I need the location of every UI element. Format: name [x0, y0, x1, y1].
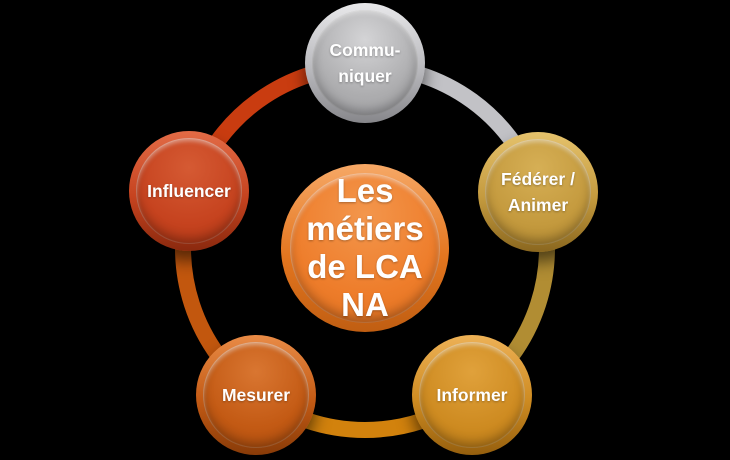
node-mesurer-label: Mesurer: [196, 335, 316, 455]
node-federer-animer: Fédérer / Animer: [478, 132, 598, 252]
node-line: niquer: [338, 66, 392, 86]
node-line: Informer: [436, 385, 508, 405]
node-hub: Les métiers de LCA NA: [281, 164, 449, 332]
node-communiquer: Commu- niquer: [305, 3, 425, 123]
node-hub-face: [290, 173, 440, 323]
node-line: Commu-: [329, 40, 401, 60]
node-influencer-label: Influencer: [129, 131, 249, 251]
node-influencer-face: [136, 138, 242, 244]
node-line: Fédérer /: [501, 169, 575, 189]
node-informer-label: Informer: [412, 335, 532, 455]
node-mesurer-face: [203, 342, 309, 448]
node-mesurer: Mesurer: [196, 335, 316, 455]
node-federer-animer-face: [485, 139, 591, 245]
node-influencer: Influencer: [129, 131, 249, 251]
hub-line: NA: [341, 286, 389, 323]
node-line: Influencer: [147, 181, 231, 201]
node-line: Mesurer: [221, 385, 291, 405]
node-communiquer-face: [312, 10, 418, 116]
node-line: Animer: [507, 195, 569, 215]
node-informer-face: [419, 342, 525, 448]
node-federer-animer-label: Fédérer / Animer: [478, 132, 598, 252]
node-communiquer-label: Commu- niquer: [305, 3, 425, 123]
hub-line: métiers: [306, 210, 424, 247]
hub-line: Les: [336, 172, 394, 209]
node-informer: Informer: [412, 335, 532, 455]
node-hub-label: Les métiers de LCA NA: [281, 164, 449, 332]
hub-line: de LCA: [307, 248, 423, 285]
